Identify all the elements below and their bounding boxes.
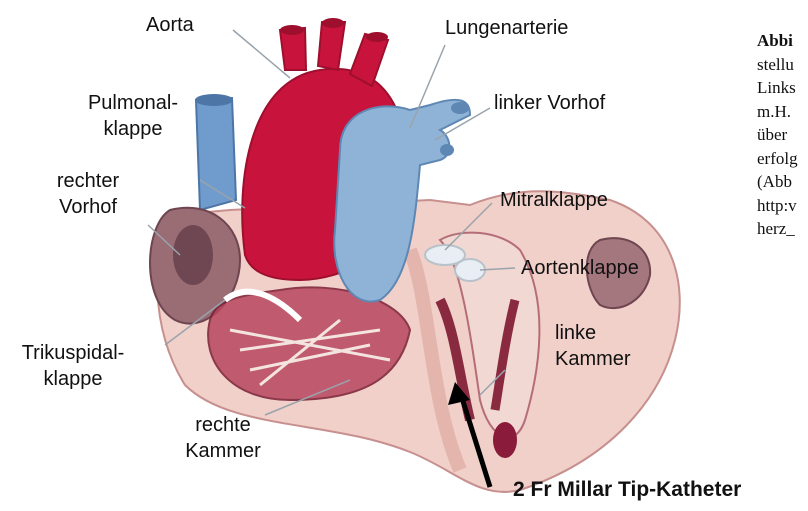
vena-cava-opening: [195, 94, 233, 106]
label-linke-kammer-line1: linke: [555, 320, 631, 346]
label-rechter-vorhof-line1: rechter: [38, 168, 138, 194]
label-rechte-kammer: rechte Kammer: [168, 412, 278, 464]
label-rechte-kammer-line1: rechte: [168, 412, 278, 438]
label-linker-vorhof: linker Vorhof: [494, 90, 605, 116]
label-trikuspidalklappe-line1: Trikuspidal-: [8, 340, 138, 366]
caption-line-1: Abbi: [757, 29, 798, 53]
caption-line-9: herz_: [757, 217, 798, 241]
label-rechte-kammer-line2: Kammer: [168, 438, 278, 464]
caption-line-5: über: [757, 123, 798, 147]
label-pulmonalklappe: Pulmonal- klappe: [78, 90, 188, 142]
label-trikuspidalklappe-line2: klappe: [8, 366, 138, 392]
caption-line-7: (Abb: [757, 170, 798, 194]
caption-line-6: erfolg: [757, 147, 798, 171]
label-rechter-vorhof-line2: Vorhof: [38, 194, 138, 220]
label-lungenarterie: Lungenarterie: [445, 15, 568, 41]
vena-cava: [196, 98, 236, 210]
caption-line-8: http:v: [757, 194, 798, 218]
label-pulmonalklappe-line2: klappe: [78, 116, 188, 142]
label-aortenklappe: Aortenklappe: [521, 255, 639, 281]
caption-line-4: m.H.: [757, 100, 798, 124]
label-katheter: 2 Fr Millar Tip-Katheter: [513, 477, 741, 503]
caption-line-3: Links: [757, 76, 798, 100]
aorta-branch-2: [318, 22, 345, 70]
label-pulmonalklappe-line1: Pulmonal-: [78, 90, 188, 116]
label-linke-kammer: linke Kammer: [555, 320, 631, 372]
label-trikuspidalklappe: Trikuspidal- klappe: [8, 340, 138, 392]
label-aorta: Aorta: [146, 12, 194, 38]
label-rechter-vorhof: rechter Vorhof: [38, 168, 138, 220]
figure-caption: Abbi stellu Links m.H. über erfolg (Abb …: [757, 29, 798, 241]
label-mitralklappe: Mitralklappe: [500, 187, 608, 213]
label-linke-kammer-line2: Kammer: [555, 346, 631, 372]
aorta-branch-3: [350, 34, 388, 86]
caption-line-2: stellu: [757, 53, 798, 77]
